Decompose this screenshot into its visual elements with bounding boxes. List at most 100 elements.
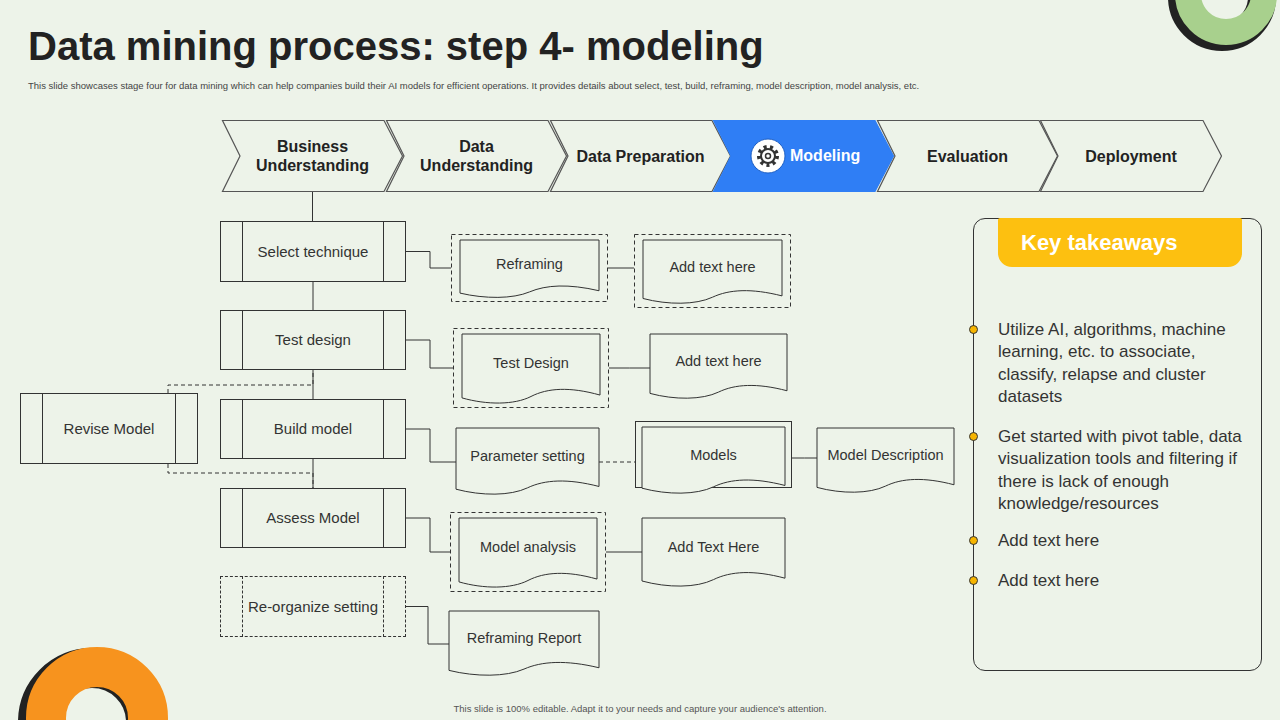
chevron-shape [223, 121, 403, 192]
stage-label: Data Preparation [576, 147, 704, 166]
connector [606, 552, 642, 553]
takeaway-text: Get started with pivot table, data visua… [998, 426, 1254, 515]
label-area: Assess Model [245, 489, 381, 547]
document-box: Add text here [634, 234, 791, 308]
stage-label: Evaluation [927, 147, 1008, 166]
document-box: Model Description [817, 428, 954, 494]
document-label: Parameter setting [470, 447, 584, 465]
process-box: Re-organize setting [220, 576, 406, 637]
connector [313, 282, 314, 310]
document-path [456, 428, 599, 494]
label-area: Reframing [468, 240, 591, 288]
document-shape [642, 427, 785, 493]
label-area: Add text here [651, 240, 774, 293]
gear-icon [750, 138, 786, 174]
connector [599, 462, 635, 463]
gear-hub [766, 154, 771, 159]
document-shape [462, 334, 600, 403]
bullet-dot [969, 536, 978, 545]
process-box: Build model [220, 399, 406, 459]
document-label: Model analysis [480, 538, 576, 556]
label-area: Data Preparation [574, 120, 707, 192]
document-shape [642, 518, 785, 586]
connector [609, 368, 650, 369]
document-path [650, 334, 787, 398]
bullet-dot [969, 576, 978, 585]
chevron-outline [222, 120, 403, 192]
document-box: Parameter setting [456, 428, 599, 496]
connector [312, 192, 313, 221]
document-label: Add text here [669, 258, 755, 276]
label-area: Data Understanding [410, 120, 543, 192]
document-box: Reframing [451, 234, 608, 302]
connector [313, 459, 314, 488]
document-path [817, 428, 954, 492]
document-shape [449, 611, 599, 675]
label-area: Reframing Report [457, 611, 591, 665]
side-bar [383, 310, 384, 370]
connector [313, 370, 314, 399]
connector [608, 268, 634, 269]
document-path [462, 334, 600, 403]
side-bar [242, 221, 243, 282]
orange-ring [46, 667, 148, 720]
chevron-shape [551, 121, 731, 192]
document-label: Reframing [496, 255, 563, 273]
takeaway-text: Add text here [998, 570, 1254, 592]
icon-disc [751, 139, 785, 173]
document-label: Add text here [675, 352, 761, 370]
connector [406, 252, 451, 269]
box-label: Select technique [258, 243, 369, 261]
process-chevron: Deployment [1040, 120, 1222, 192]
takeaways-tab: Key takeaways [998, 218, 1242, 267]
connector [168, 370, 313, 393]
footer-note: This slide is 100% editable. Adapt it to… [0, 703, 1280, 714]
stage-label: Modeling [790, 146, 860, 166]
document-shape [456, 428, 599, 494]
document-label: Model Description [827, 446, 943, 464]
process-box: Test design [220, 310, 406, 370]
connector [168, 464, 313, 488]
connector [406, 518, 450, 552]
document-label: Add Text Here [668, 538, 760, 556]
stage-label: Business Understanding [246, 137, 379, 175]
subtitle-note: This slide showcases stage four for data… [28, 80, 1268, 91]
dashed-frame [451, 513, 606, 592]
connector [406, 340, 453, 368]
document-box: Model analysis [450, 512, 606, 592]
stage-label: Deployment [1085, 147, 1177, 166]
process-chevron: Modeling [713, 120, 894, 192]
dashed-frame [635, 235, 791, 308]
label-area: Revise Model [45, 394, 173, 463]
process-box: Select technique [220, 221, 406, 282]
box-label: Test design [275, 331, 351, 349]
document-path [449, 611, 599, 675]
document-shape [817, 428, 954, 492]
label-area: Build model [245, 400, 381, 458]
document-shape [459, 518, 597, 587]
label-area: Model analysis [467, 518, 589, 576]
stage-label: Data Understanding [410, 137, 543, 175]
document-path [459, 518, 597, 587]
side-bar [242, 576, 243, 637]
takeaway-text: Add text here [998, 530, 1254, 552]
label-area: Add Text Here [650, 518, 777, 575]
chevron-shape [387, 121, 567, 192]
document-box: Add Text Here [642, 518, 785, 588]
green-ring [1188, 0, 1264, 32]
bullet-dot [969, 325, 978, 334]
label-area: Re-organize setting [245, 577, 381, 636]
label-area: Business Understanding [246, 120, 379, 192]
document-box: Test Design [453, 328, 609, 408]
process-box: Assess Model [220, 488, 406, 548]
label-area: Evaluation [901, 120, 1034, 192]
document-label: Models [690, 446, 737, 464]
process-chevron: Evaluation [877, 120, 1058, 192]
document-path [460, 240, 599, 297]
label-area: Models [650, 427, 777, 483]
document-label: Reframing Report [467, 629, 581, 647]
process-chevron: Business Understanding [222, 120, 403, 192]
